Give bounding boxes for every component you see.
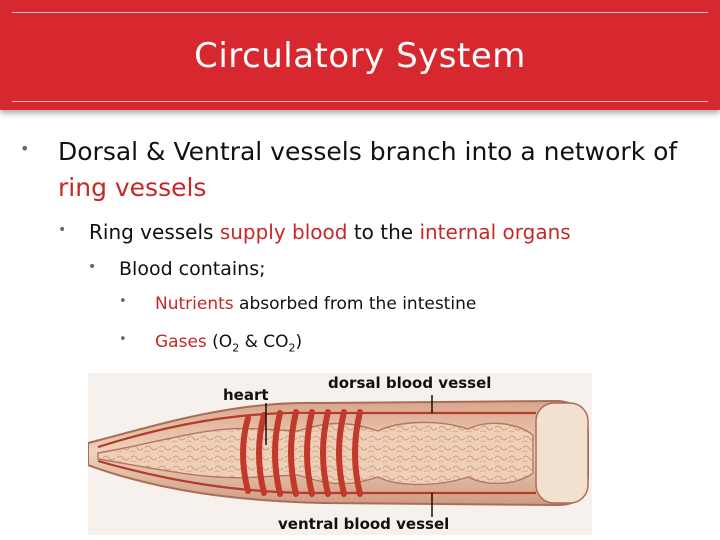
subscript: 2 xyxy=(288,341,296,355)
highlight-supply-blood: supply blood xyxy=(219,220,348,244)
subscript: 2 xyxy=(232,341,240,355)
highlight-internal-organs: internal organs xyxy=(419,220,571,244)
bullet-text: (O xyxy=(206,332,233,352)
label-dorsal-blood-vessel: dorsal blood vessel xyxy=(328,374,492,392)
bullet-nutrients: Nutrients absorbed from the intestine xyxy=(155,292,476,316)
bullet-text: & CO xyxy=(239,332,289,352)
bullet-marker: • xyxy=(88,259,97,275)
label-heart: heart xyxy=(223,386,269,404)
highlight-ring-vessels: ring vessels xyxy=(58,173,207,202)
ventral-vessel xyxy=(97,459,536,495)
bullet-marker: • xyxy=(20,139,30,158)
intestine xyxy=(97,421,534,486)
highlight-nutrients: Nutrients xyxy=(155,294,234,314)
bullet-text: absorbed from the intestine xyxy=(233,294,477,314)
bullet-ring-vessels: Ring vessels supply blood to the interna… xyxy=(89,218,719,246)
earthworm-diagram: heart dorsal blood vessel ventral blood … xyxy=(87,373,592,535)
label-ventral-blood-vessel: ventral blood vessel xyxy=(278,515,450,533)
earthworm-illustration xyxy=(87,373,592,535)
ring-vessels xyxy=(240,409,363,497)
title-bar: Circulatory System xyxy=(0,0,720,110)
worm-prostomium xyxy=(535,402,589,504)
bullet-marker: • xyxy=(119,332,127,347)
dorsal-vessel xyxy=(97,411,536,449)
bullet-marker: • xyxy=(58,222,67,238)
bullet-text: to the xyxy=(347,220,420,244)
bullet-text: Dorsal & Ventral vessels branch into a n… xyxy=(58,137,678,166)
bullet-text: ) xyxy=(295,332,303,352)
slide-title: Circulatory System xyxy=(194,36,526,76)
bullet-gases: Gases (O2 & CO2) xyxy=(155,330,302,360)
bullet-text: Ring vessels xyxy=(89,220,220,244)
bullet-marker: • xyxy=(119,294,127,309)
title-frame xyxy=(12,12,708,102)
bullet-dorsal-ventral: Dorsal & Ventral vessels branch into a n… xyxy=(58,134,698,206)
bullet-blood-contains: Blood contains; xyxy=(119,258,266,280)
highlight-gases: Gases xyxy=(155,332,207,352)
